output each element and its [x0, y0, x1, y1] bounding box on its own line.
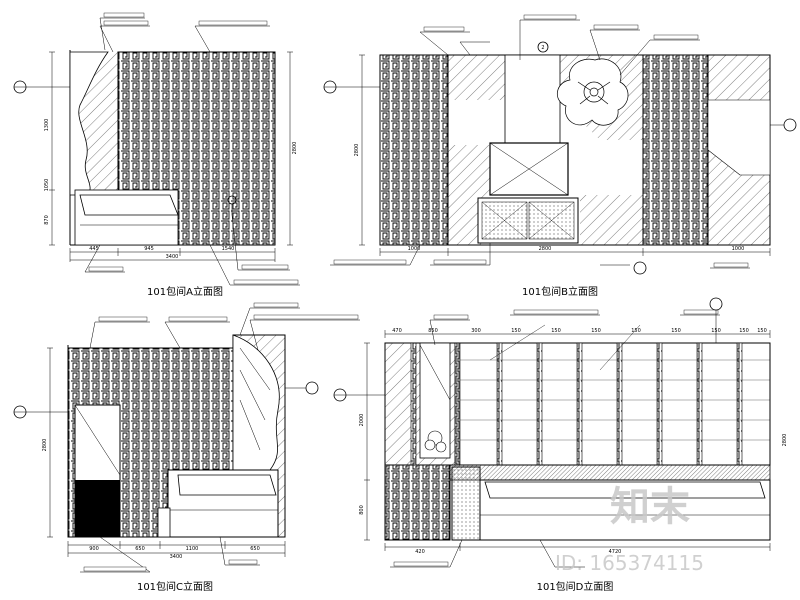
- dim-d-top-7: 150: [631, 328, 641, 334]
- dim-a-bottom-2: 945: [144, 246, 154, 252]
- fretwork-panel: [384, 464, 451, 541]
- dim-d-top-10: 150: [739, 328, 749, 334]
- fretwork-panel-right: [642, 54, 709, 246]
- dim-a-left-3: 1300: [44, 119, 50, 132]
- callout-b: 2: [541, 45, 544, 51]
- dim-b-bottom-3: 1000: [732, 246, 745, 252]
- dim-c-bottom-4: 650: [250, 546, 260, 552]
- cabinet: [451, 466, 481, 541]
- dim-d-top-9: 150: [711, 328, 721, 334]
- dim-d-top-6: 150: [591, 328, 601, 334]
- dim-c-bottom-2: 650: [135, 546, 145, 552]
- dim-d-top-8: 150: [671, 328, 681, 334]
- curtain: [69, 51, 109, 196]
- caption-b: 101包间B立面图: [522, 285, 598, 298]
- dim-c-total: 3400: [170, 554, 183, 560]
- dim-d-top-2: 850: [428, 328, 438, 334]
- dim-d-bottom-1: 420: [415, 549, 425, 555]
- dim-c-bottom-1: 900: [89, 546, 99, 552]
- dim-a-bottom-1: 445: [89, 246, 99, 252]
- dim-c-left: 2800: [42, 439, 48, 452]
- dim-b-bottom-2: 2800: [539, 246, 552, 252]
- dim-d-right: 2800: [782, 434, 788, 447]
- flower-vase: [424, 430, 447, 453]
- elevation-b: 1000 2800 1000 2800 2 101包间B立面图: [323, 14, 797, 298]
- dim-a-left-1: 870: [44, 215, 50, 225]
- dim-d-bottom-2: 4720: [609, 549, 622, 555]
- watermark-brand: 知末: [610, 484, 690, 530]
- dim-d-top-11: 150: [757, 328, 767, 334]
- dim-d-top-3: 300: [471, 328, 481, 334]
- door-panel-dark: [75, 480, 120, 537]
- fretwork-panel-left: [379, 54, 449, 246]
- dim-b-bottom-1: 1000: [408, 246, 421, 252]
- dim-d-top-5: 150: [551, 328, 561, 334]
- elevation-a: 445 945 1540 3400 870 1050 1300 2800 101…: [13, 12, 300, 298]
- dim-d-top-4: 150: [511, 328, 521, 334]
- dim-d-top-1: 470: [392, 328, 402, 334]
- dim-a-bottom-3: 1540: [222, 246, 235, 252]
- dim-d-left-2: 800: [359, 505, 365, 515]
- watermark-id: ID: 165374115: [555, 551, 704, 575]
- caption-c: 101包间C立面图: [137, 580, 213, 593]
- dim-b-left: 2800: [354, 144, 360, 157]
- elevation-d: 470 850 300 150 150 150 150 150 150 150 …: [333, 297, 788, 593]
- dim-d-left-1: 2000: [359, 414, 365, 427]
- caption-a: 101包间A立面图: [147, 285, 223, 298]
- dim-a-left-2: 1050: [44, 179, 50, 192]
- peony-flower: [557, 58, 629, 126]
- dim-a-right: 2800: [292, 142, 298, 155]
- caption-d: 101包间D立面图: [537, 580, 614, 593]
- dim-a-total: 3400: [166, 254, 179, 260]
- watermark: 知末 ID: 165374115: [555, 484, 704, 575]
- dim-c-bottom-3: 1100: [186, 546, 199, 552]
- elevation-c: 900 650 1100 650 3400 2800 101包间C立面图: [13, 302, 360, 593]
